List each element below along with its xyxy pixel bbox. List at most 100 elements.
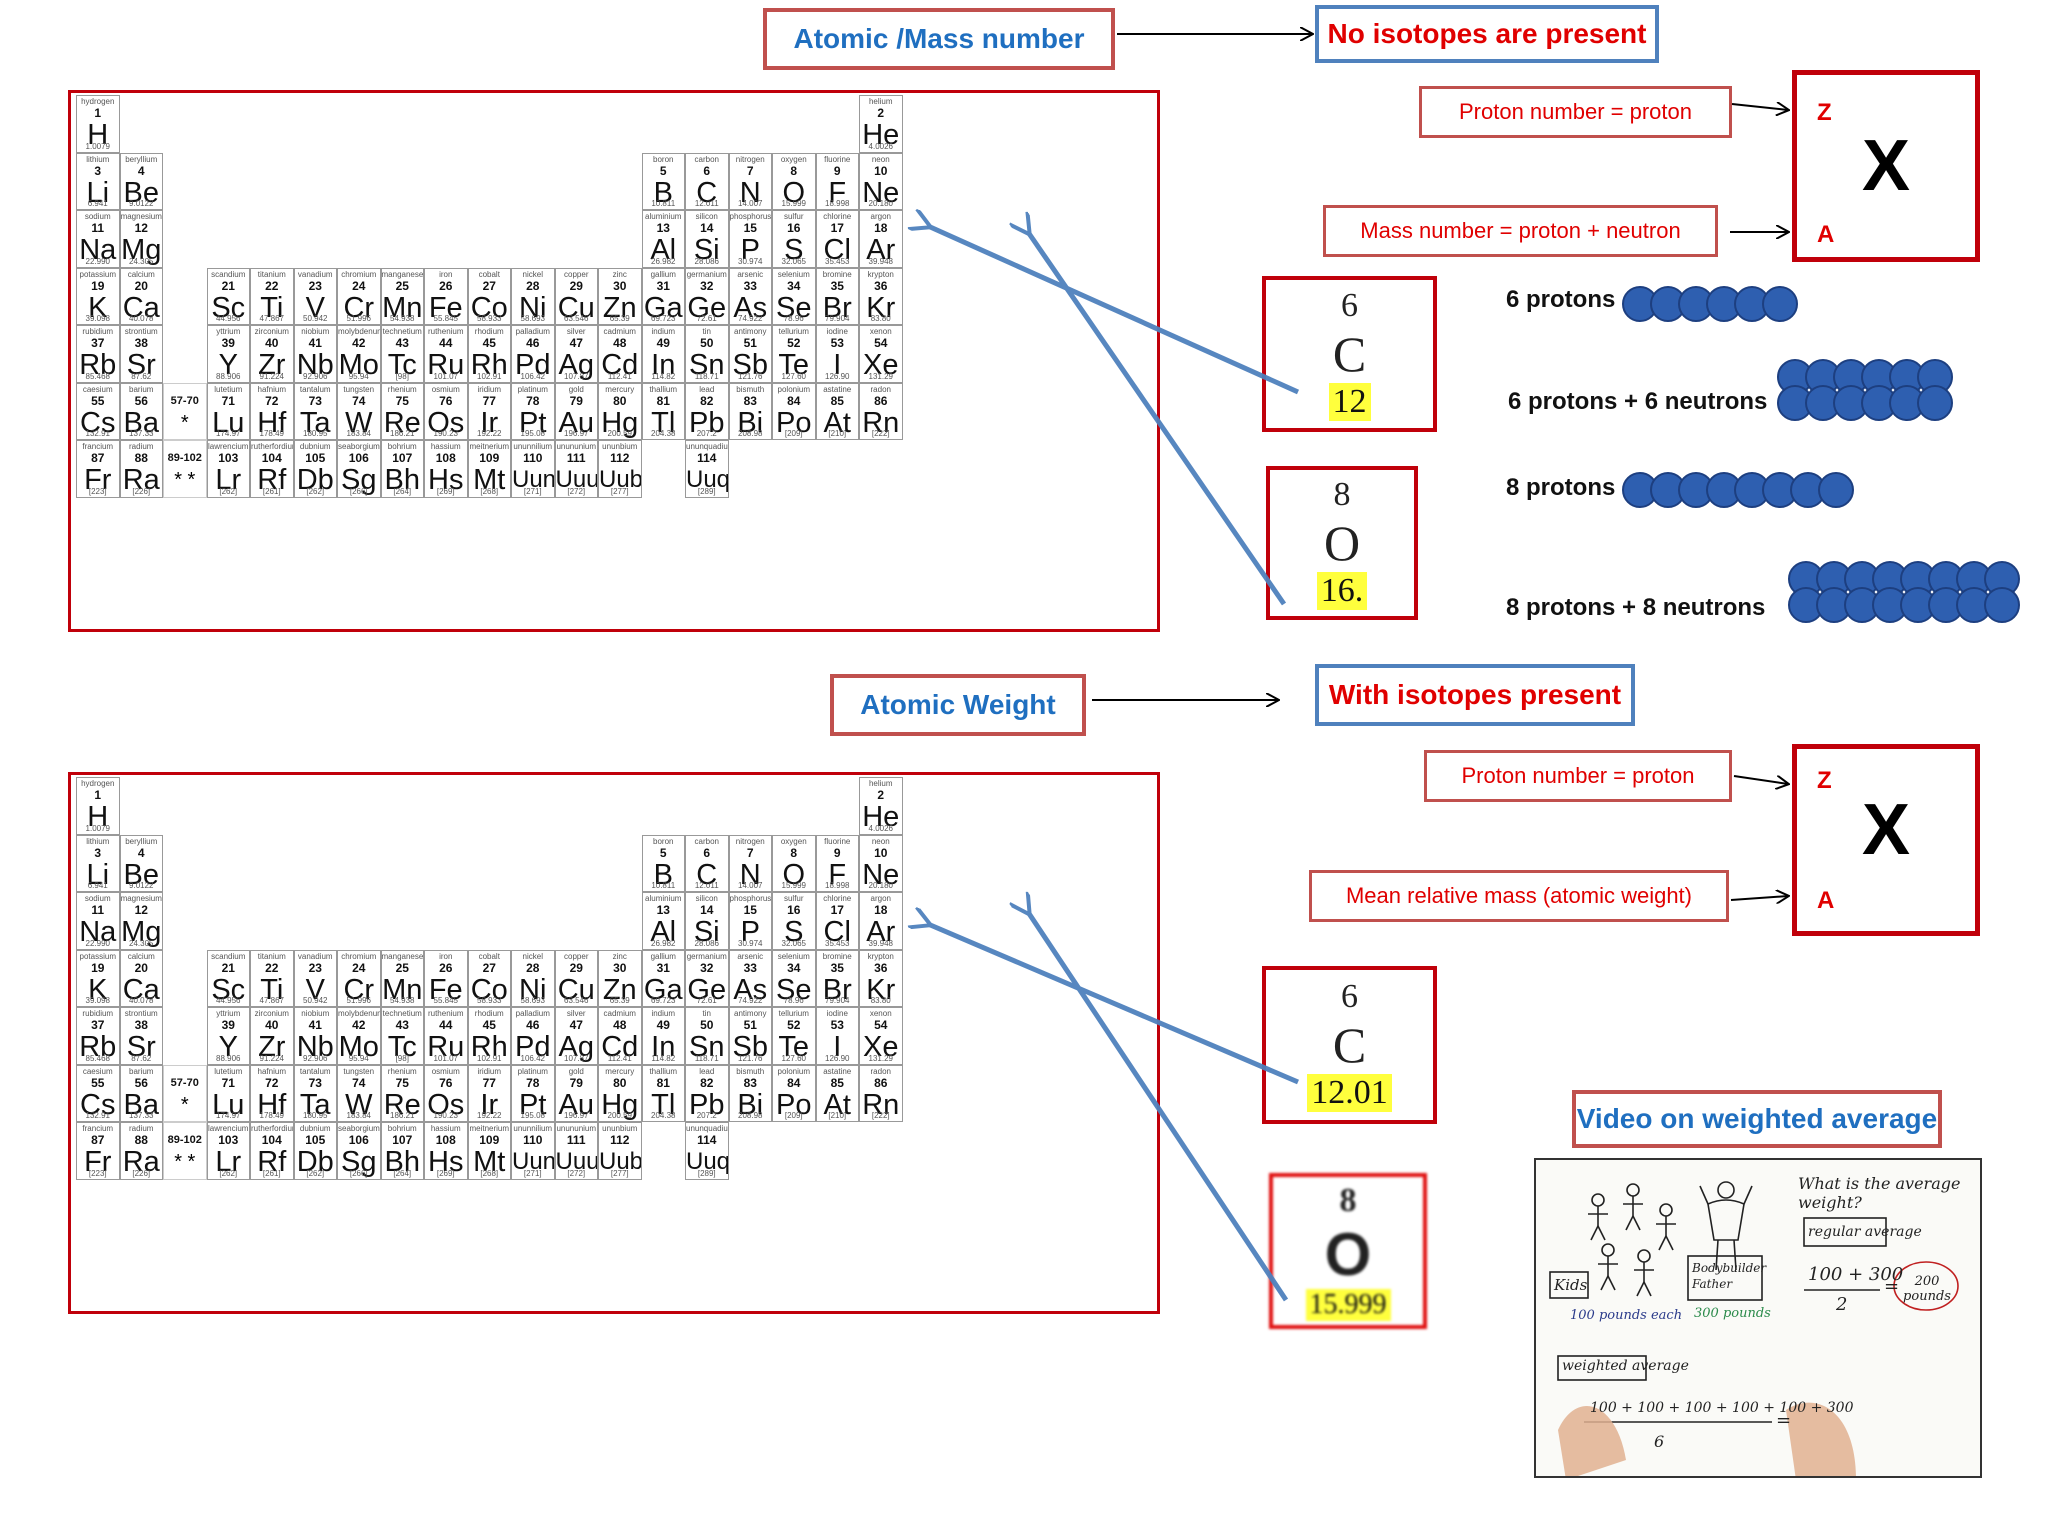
atomic-number: 40 (265, 336, 279, 350)
element-symbol: As (733, 291, 768, 324)
element-name: sulfur (783, 894, 804, 903)
element-name: rhenium (387, 1066, 417, 1076)
element-name: seaborgium (338, 1124, 380, 1133)
regular-average-numerator: 100 + 300 (1808, 1264, 1904, 1285)
atomic-mass-number-label: Atomic /Mass number (763, 8, 1115, 70)
atomic-weight: 121.76 (738, 1053, 763, 1063)
atomic-number: 73 (308, 1075, 322, 1090)
atomic-weight: 78.96 (783, 314, 804, 323)
regular-average-equals: = (1884, 1276, 1900, 1297)
nuclide-notation-box: Z X A (1792, 70, 1980, 262)
element-symbol: Br (822, 291, 852, 324)
element-symbol: Uuu (555, 466, 598, 493)
atomic-weight: 112.41 (607, 1053, 632, 1063)
nucleon-diagrams (1622, 286, 2020, 623)
atomic-weight: [209] (784, 1111, 803, 1120)
atomic-weight: 15.999 (781, 199, 806, 208)
element-symbol: Cr (343, 973, 375, 1006)
weighted-average-video-thumbnail[interactable]: What is the average weight? regular aver… (1534, 1158, 1982, 1478)
element-symbol: Ru (427, 1031, 465, 1063)
element-symbol: Rf (257, 1146, 287, 1178)
atomic-number: 21 (221, 960, 235, 975)
atomic-number: 14 (700, 903, 714, 917)
atomic-number: 49 (656, 1018, 670, 1032)
atomic-number: 23 (308, 278, 322, 293)
regular-average-result: 200 pounds (1903, 1274, 1951, 1304)
element-symbol: Ge (687, 973, 727, 1006)
atomic-weight: 174.97 (216, 429, 241, 438)
element-name: lithium (86, 154, 110, 164)
atomic-weight: 54.938 (390, 996, 415, 1005)
element-name: sodium (84, 212, 111, 221)
atomic-weight: 102.91 (477, 371, 502, 381)
atomic-weight: 106.42 (520, 371, 545, 381)
element-symbol: Fe (428, 973, 463, 1006)
atomic-weight: 87.62 (131, 371, 152, 381)
atomic-weight: [223] (88, 1168, 107, 1178)
element-symbol: Br (822, 973, 852, 1006)
atomic-number: 30 (613, 278, 627, 293)
element-name: titanium (257, 269, 286, 279)
element-name: molybdenum (338, 327, 381, 336)
element-symbol: Uuq (686, 1148, 729, 1175)
element-symbol: O (782, 176, 806, 209)
atomic-weight: 112.41 (607, 371, 632, 381)
atomic-number: 2 (877, 106, 885, 120)
element-symbol: Rb (79, 1031, 117, 1063)
atomic-number: 18 (874, 903, 888, 917)
element-symbol: Mn (382, 973, 423, 1006)
atomic-number: 24 (352, 278, 366, 293)
atomic-number: 103 (218, 451, 239, 465)
atomic-number: 55 (91, 1075, 105, 1090)
element-symbol: Hg (601, 406, 639, 439)
element-name: krypton (867, 269, 894, 279)
atomic-number: 27 (482, 960, 496, 975)
atomic-number: 56 (134, 393, 148, 408)
atomic-number: 71 (221, 1075, 235, 1090)
element-symbol: Sr (126, 349, 156, 381)
element-symbol: P (740, 234, 760, 266)
element-symbol: Sb (732, 349, 768, 381)
element-name: copper (564, 951, 589, 961)
atomic-number: 32 (700, 278, 714, 293)
atomic-number: 78 (526, 393, 540, 408)
atomic-number: 4 (137, 845, 145, 860)
oxygen-mass-box: 8 O 16. (1266, 466, 1418, 620)
atomic-number: 18 (874, 221, 888, 235)
atomic-weight: 63.546 (564, 996, 589, 1005)
element-symbol: Zr (258, 1031, 286, 1063)
element-symbol: Sb (732, 1031, 768, 1063)
atomic-number: 28 (526, 960, 540, 975)
element-name: antimony (734, 1009, 767, 1018)
element-name: mercury (605, 1066, 635, 1076)
oxygen-weight: 15.999 (1305, 1288, 1391, 1321)
element-symbol: Zn (602, 973, 637, 1006)
element-name: technetium (382, 327, 422, 336)
oxygen-mass: 16. (1316, 572, 1368, 610)
atomic-number: 55 (91, 393, 105, 408)
atomic-number: 42 (352, 336, 366, 350)
bottom-element-rf: rutherfordium104Rf[261] (250, 1122, 294, 1180)
element-symbol: Hf (257, 1088, 287, 1121)
atomic-weight: 58.693 (520, 314, 545, 323)
atomic-weight: 107.87 (564, 371, 589, 381)
